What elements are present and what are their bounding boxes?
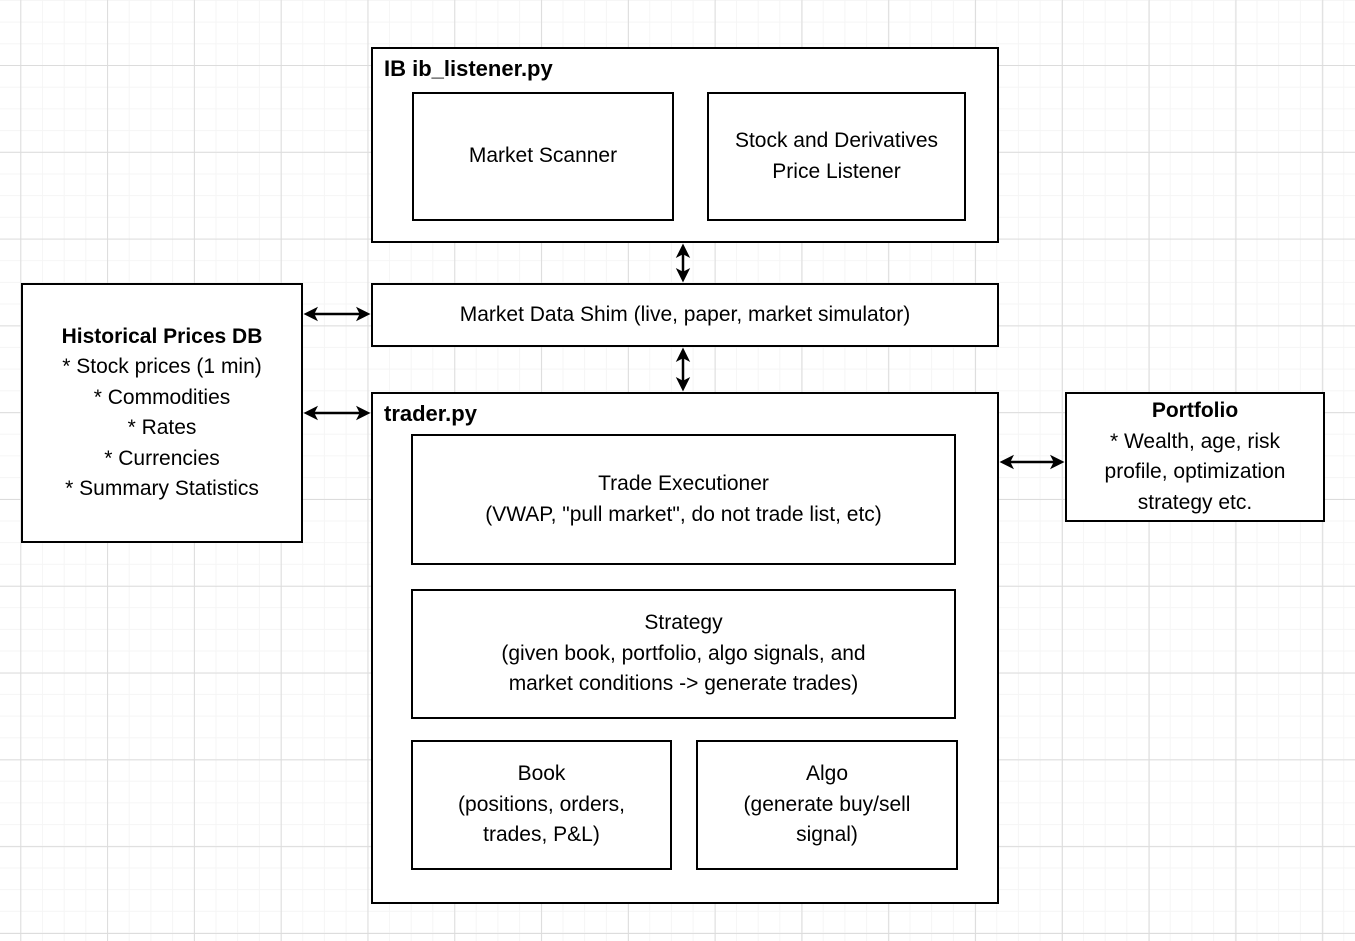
connector-shim-to-trader-double-arrow-icon xyxy=(675,347,691,392)
connector-ib-to-shim-double-arrow-icon xyxy=(675,243,691,283)
historical-db-line: * Rates xyxy=(127,416,197,439)
historical-db-line: * Summary Statistics xyxy=(65,477,259,500)
node-price-listener-label: Stock and Derivatives Price Listener xyxy=(734,129,939,183)
connector-historical-to-shim-double-arrow-icon xyxy=(303,306,371,322)
historical-db-line: * Stock prices (1 min) xyxy=(62,355,262,378)
node-market-scanner: Market Scanner xyxy=(412,92,674,221)
node-market-scanner-label: Market Scanner xyxy=(468,144,618,168)
group-ib-listener-title: IB ib_listener.py xyxy=(384,56,553,81)
node-portfolio-title: Portfolio xyxy=(1151,399,1239,422)
node-algo: Algo (generate buy/sell signal) xyxy=(696,740,958,870)
node-book: Book (positions, orders, trades, P&L) xyxy=(411,740,672,870)
connector-trader-to-portfolio-double-arrow-icon xyxy=(999,454,1065,470)
node-strategy: Strategy (given book, portfolio, algo si… xyxy=(411,589,956,719)
historical-db-line: * Currencies xyxy=(104,446,220,470)
connector-historical-to-trader-double-arrow-icon xyxy=(303,405,371,421)
node-market-data-shim: Market Data Shim (live, paper, market si… xyxy=(371,283,999,347)
node-strategy-label: Strategy (given book, portfolio, algo si… xyxy=(501,611,866,696)
historical-db-line: * Commodities xyxy=(93,385,231,409)
node-market-data-shim-label: Market Data Shim (live, paper, market si… xyxy=(459,302,911,326)
node-historical-prices-db-title: Historical Prices DB xyxy=(61,324,263,348)
node-algo-label: Algo (generate buy/sell signal) xyxy=(743,762,911,847)
node-historical-prices-db: Historical Prices DB * Stock prices (1 m… xyxy=(21,283,303,543)
node-book-label: Book (positions, orders, trades, P&L) xyxy=(458,762,625,847)
node-trade-executioner-label: Trade Executioner (VWAP, "pull market", … xyxy=(485,472,882,526)
node-trade-executioner: Trade Executioner (VWAP, "pull market", … xyxy=(411,434,956,565)
node-portfolio: Portfolio * Wealth, age, risk profile, o… xyxy=(1065,392,1325,522)
node-price-listener: Stock and Derivatives Price Listener xyxy=(707,92,966,221)
group-trader-title: trader.py xyxy=(384,401,477,426)
node-portfolio-body: * Wealth, age, risk profile, optimizatio… xyxy=(1104,429,1286,514)
